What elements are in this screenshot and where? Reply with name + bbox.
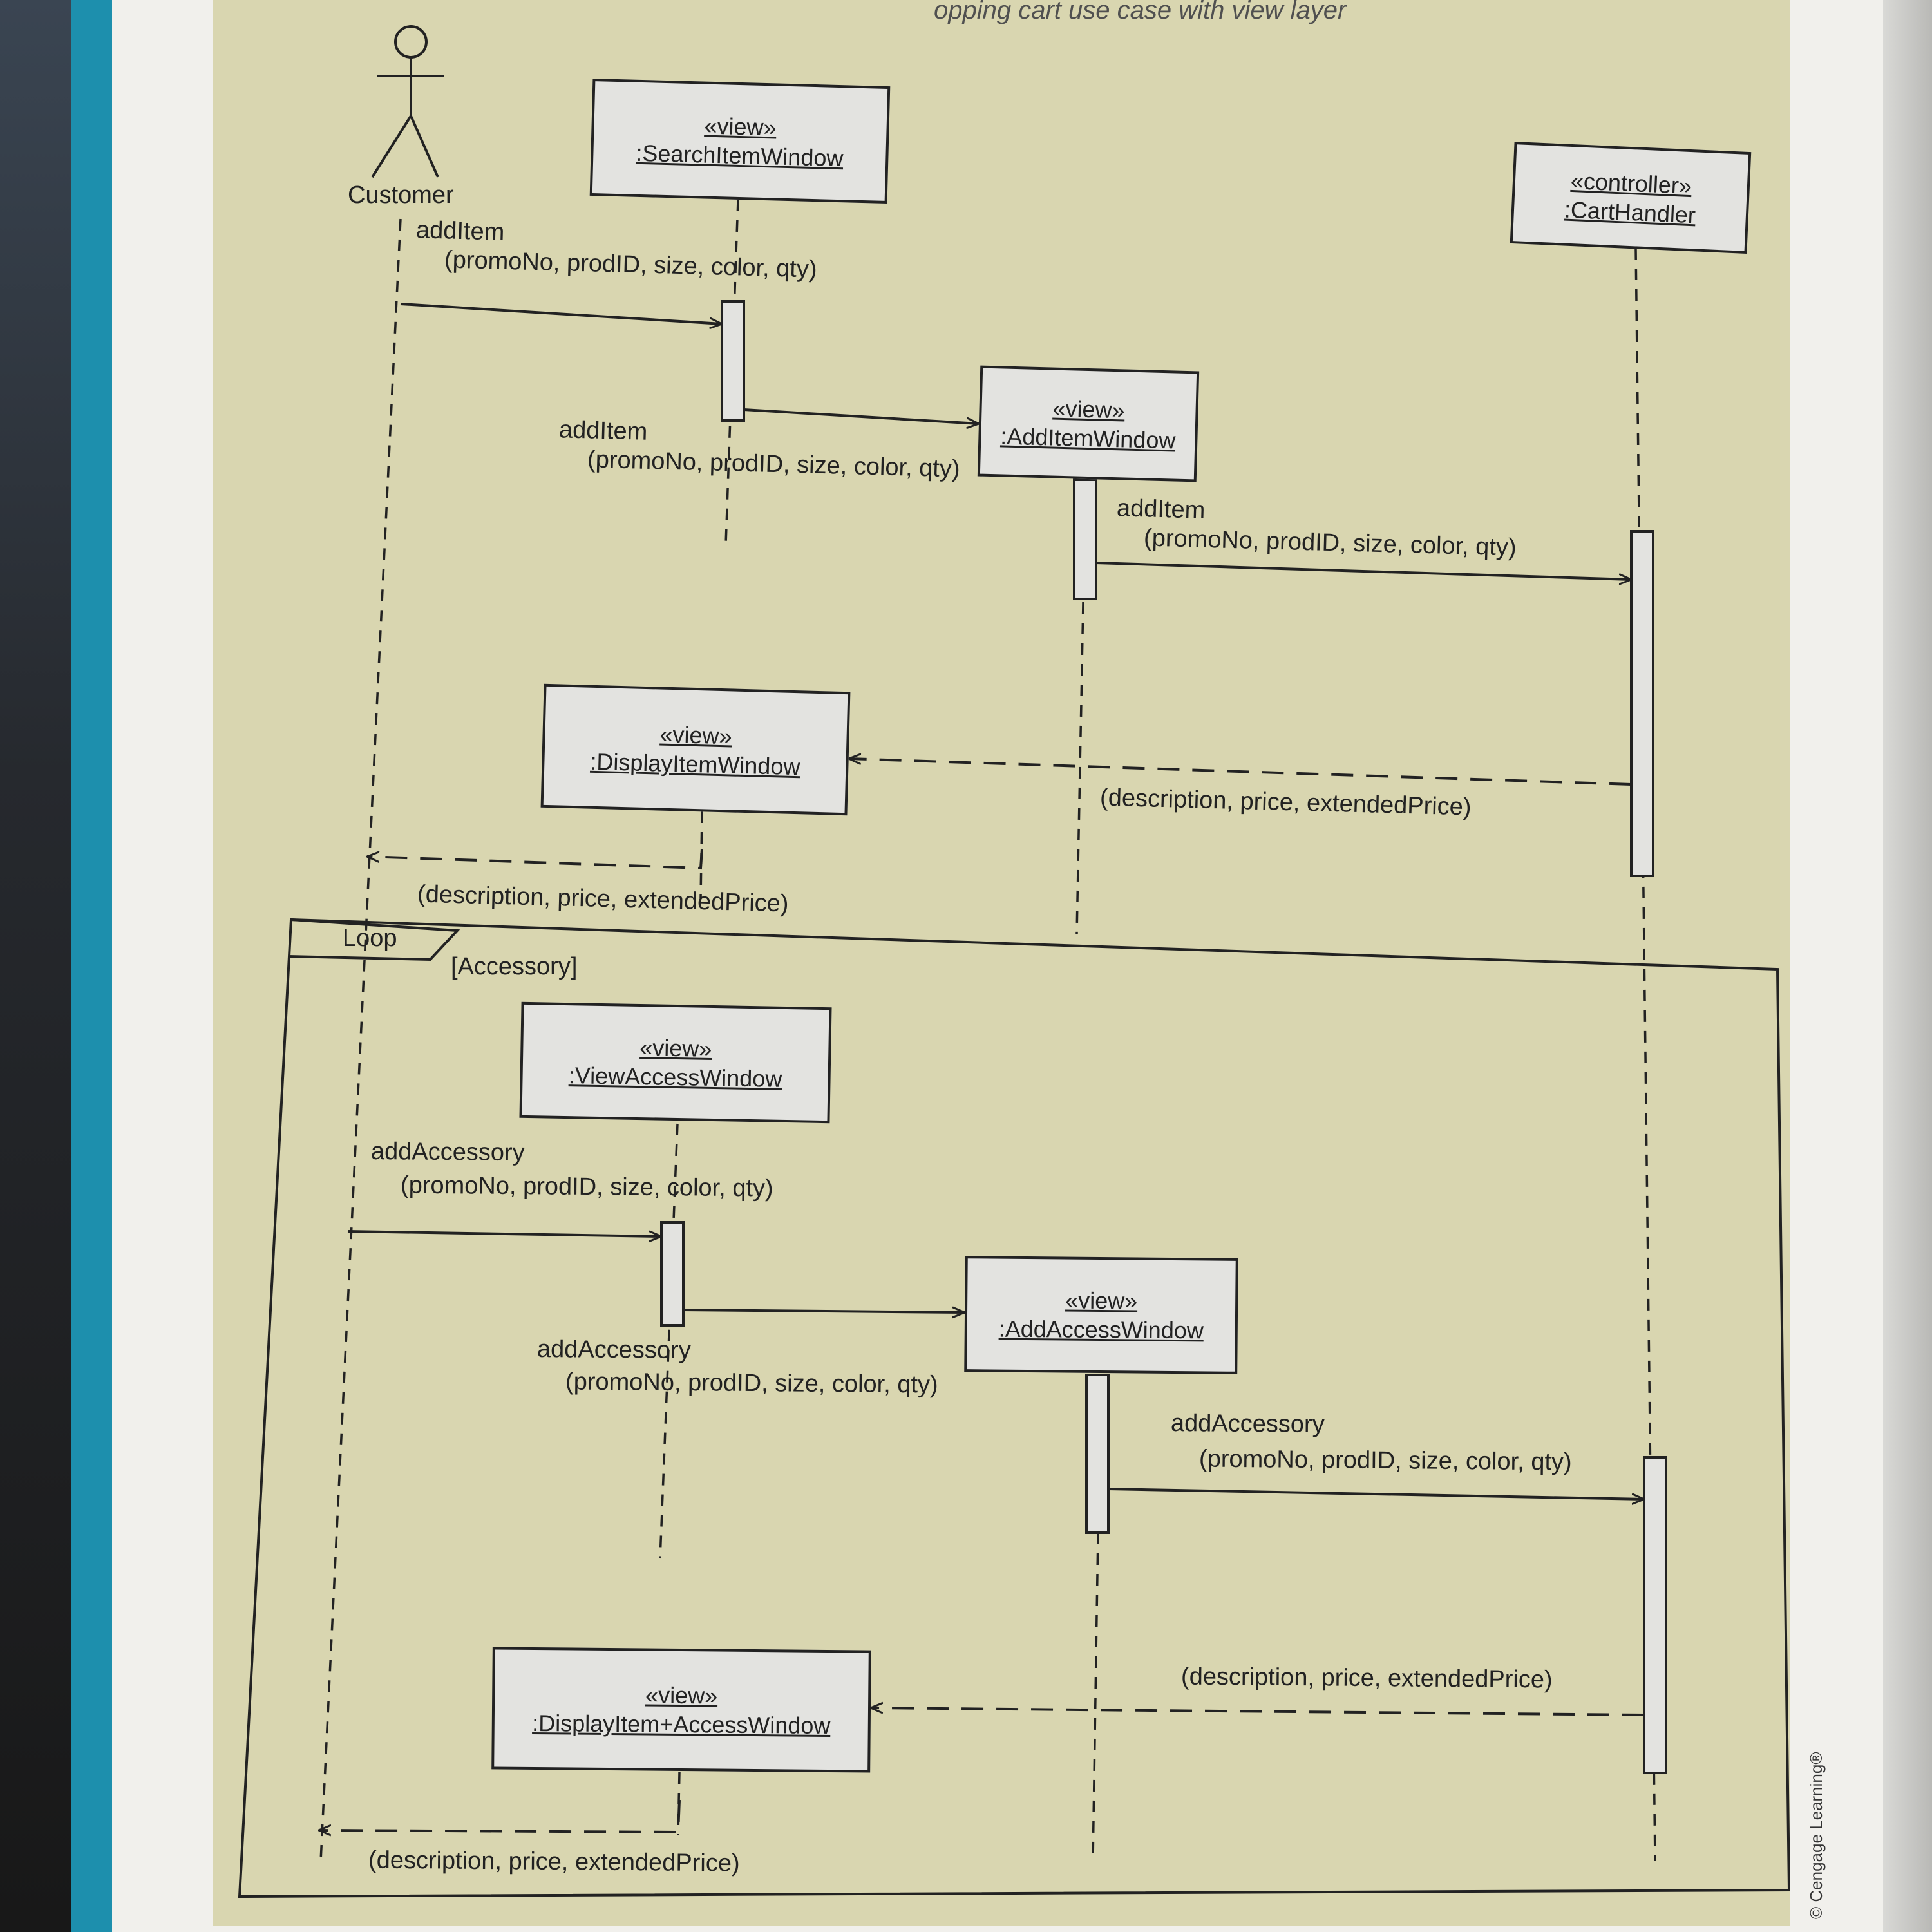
stereotype-controller: «controller»: [1570, 167, 1692, 200]
message-arrow-addaccessory-1: [347, 1230, 661, 1236]
return-arrow-displayaccesswindow-to-customer: [319, 1799, 681, 1832]
book-spine-edge: [71, 0, 112, 1932]
stereotype-view: «view»: [639, 1034, 712, 1062]
diagram-panel: [213, 0, 1790, 1926]
object-searchitemwindow: «view» :SearchItemWindow: [589, 78, 891, 204]
loop-frame-tag-outline: [288, 918, 460, 961]
message-label-addaccessory-2: addAccessory: [536, 1335, 691, 1365]
lifeline-addaccesswindow: [1092, 1532, 1099, 1862]
return-arrow-displayitemwindow-to-customer: [367, 848, 703, 870]
actor-customer-label: Customer: [348, 182, 454, 209]
stereotype-view: «view»: [1052, 395, 1126, 424]
object-viewaccesswindow: «view» :ViewAccessWindow: [519, 1001, 832, 1124]
stereotype-view: «view»: [704, 112, 777, 141]
activation-viewaccesswindow: [660, 1221, 685, 1327]
activation-additemwindow: [1073, 478, 1097, 600]
actor-customer-icon: [371, 25, 444, 178]
message-label-additem-2: addItem: [558, 416, 648, 446]
return-label-displayaccesswindow-to-customer: (description, price, extendedPrice): [368, 1846, 740, 1877]
book-page-edge: [1883, 0, 1932, 1932]
lifeline-customer: [319, 218, 402, 1862]
loop-frame: [238, 918, 1791, 1899]
stereotype-view: «view»: [645, 1681, 718, 1709]
loop-guard: [Accessory]: [451, 953, 578, 980]
object-displayaccesswindow: «view» :DisplayItem+AccessWindow: [491, 1647, 871, 1773]
message-params-addaccessory-2: (promoNo, prodID, size, color, qty): [565, 1368, 938, 1399]
message-arrow-additem-1: [400, 303, 722, 324]
figure-caption: opping cart use case with view layer: [934, 0, 1347, 24]
lifeline-viewaccesswindow: [659, 1123, 679, 1559]
object-carthandler: «controller» :CartHandler: [1510, 142, 1752, 254]
return-arrow-carthandler-to-displayaccesswindow: [871, 1708, 1645, 1716]
object-name: :AddItemWindow: [999, 422, 1176, 454]
object-name: :DisplayItem+AccessWindow: [532, 1709, 831, 1739]
object-name: :DisplayItemWindow: [589, 748, 800, 781]
message-arrow-additem-2: [743, 408, 979, 424]
lifeline-additemwindow: [1075, 601, 1084, 934]
message-label-additem-1: addItem: [415, 216, 505, 246]
object-name: :SearchItemWindow: [635, 139, 844, 172]
return-arrow-carthandler-to-displayitemwindow: [849, 759, 1632, 786]
stereotype-view: «view»: [1065, 1287, 1138, 1314]
message-label-additem-3: addItem: [1116, 495, 1206, 524]
message-arrow-additem-3: [1095, 562, 1631, 580]
message-label-addaccessory-3: addAccessory: [1170, 1409, 1325, 1439]
return-label-carthandler-to-displayaccesswindow: (description, price, extendedPrice): [1180, 1663, 1553, 1694]
message-arrow-addaccessory-3: [1108, 1488, 1644, 1499]
message-arrow-addaccessory-2: [683, 1310, 965, 1312]
object-displayitemwindow: «view» :DisplayItemWindow: [540, 683, 851, 816]
object-name: :AddAccessWindow: [998, 1315, 1204, 1344]
object-name: :CartHandler: [1564, 196, 1696, 229]
loop-frame-label: Loop: [343, 925, 397, 952]
message-params-addaccessory-3: (promoNo, prodID, size, color, qty): [1198, 1445, 1572, 1476]
activation-searchitemwindow: [721, 300, 745, 422]
object-addaccesswindow: «view» :AddAccessWindow: [964, 1256, 1238, 1374]
stereotype-view: «view»: [659, 721, 733, 750]
object-additemwindow: «view» :AddItemWindow: [977, 365, 1200, 482]
activation-carthandler-2: [1643, 1456, 1667, 1774]
activation-addaccesswindow: [1085, 1374, 1110, 1534]
object-name: :ViewAccessWindow: [568, 1062, 782, 1092]
activation-carthandler-1: [1630, 530, 1654, 877]
message-params-addaccessory-1: (promoNo, prodID, size, color, qty): [400, 1171, 773, 1202]
message-label-addaccessory-1: addAccessory: [370, 1137, 525, 1167]
